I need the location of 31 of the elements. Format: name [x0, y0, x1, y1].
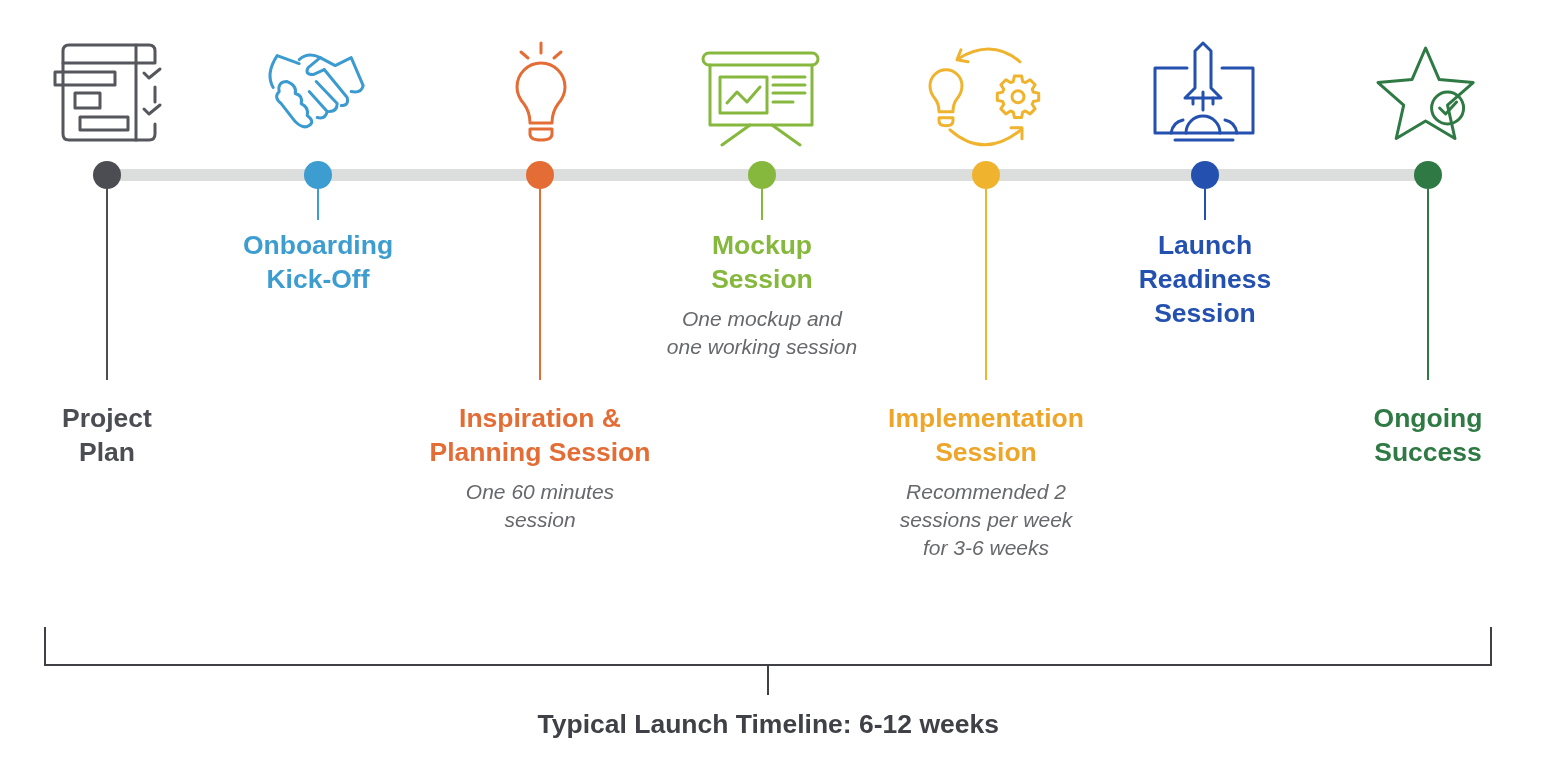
timeline-bar	[330, 169, 528, 181]
timeline-bar	[998, 169, 1193, 181]
milestone-dot	[304, 161, 332, 189]
milestone-note: Recommended 2 sessions per week for 3-6 weeks	[899, 479, 1073, 561]
milestone-dot	[1191, 161, 1219, 189]
milestone-dot	[93, 161, 121, 189]
timeline-bar	[119, 169, 306, 181]
milestone-title: Implementation Session	[887, 402, 1085, 469]
milestone-dot	[1414, 161, 1442, 189]
milestone-note: One mockup and one working session	[666, 306, 858, 360]
milestone-title: Mockup Session	[710, 229, 814, 296]
milestone-dot	[972, 161, 1000, 189]
timeline-bar	[552, 169, 750, 181]
milestone-note: One 60 minutes session	[465, 479, 615, 533]
milestone-title: Ongoing Success	[1373, 402, 1483, 469]
leader-line	[317, 188, 319, 221]
milestone-dot	[748, 161, 776, 189]
timeline-bar	[774, 169, 974, 181]
leader-line	[106, 188, 108, 381]
duration-label: Typical Launch Timeline: 6-12 weeks	[537, 708, 999, 741]
leader-line	[985, 188, 987, 381]
leader-line	[761, 188, 763, 221]
milestone-title: Inspiration & Planning Session	[429, 402, 651, 469]
milestone-title: Project Plan	[61, 402, 153, 469]
timeline-bar	[1217, 169, 1416, 181]
leader-line	[539, 188, 541, 381]
leader-line	[1204, 188, 1206, 221]
leader-line	[1427, 188, 1429, 381]
milestone-title: Launch Readiness Session	[1138, 229, 1272, 330]
milestone-title: Onboarding Kick-Off	[242, 229, 394, 296]
milestone-dot	[526, 161, 554, 189]
